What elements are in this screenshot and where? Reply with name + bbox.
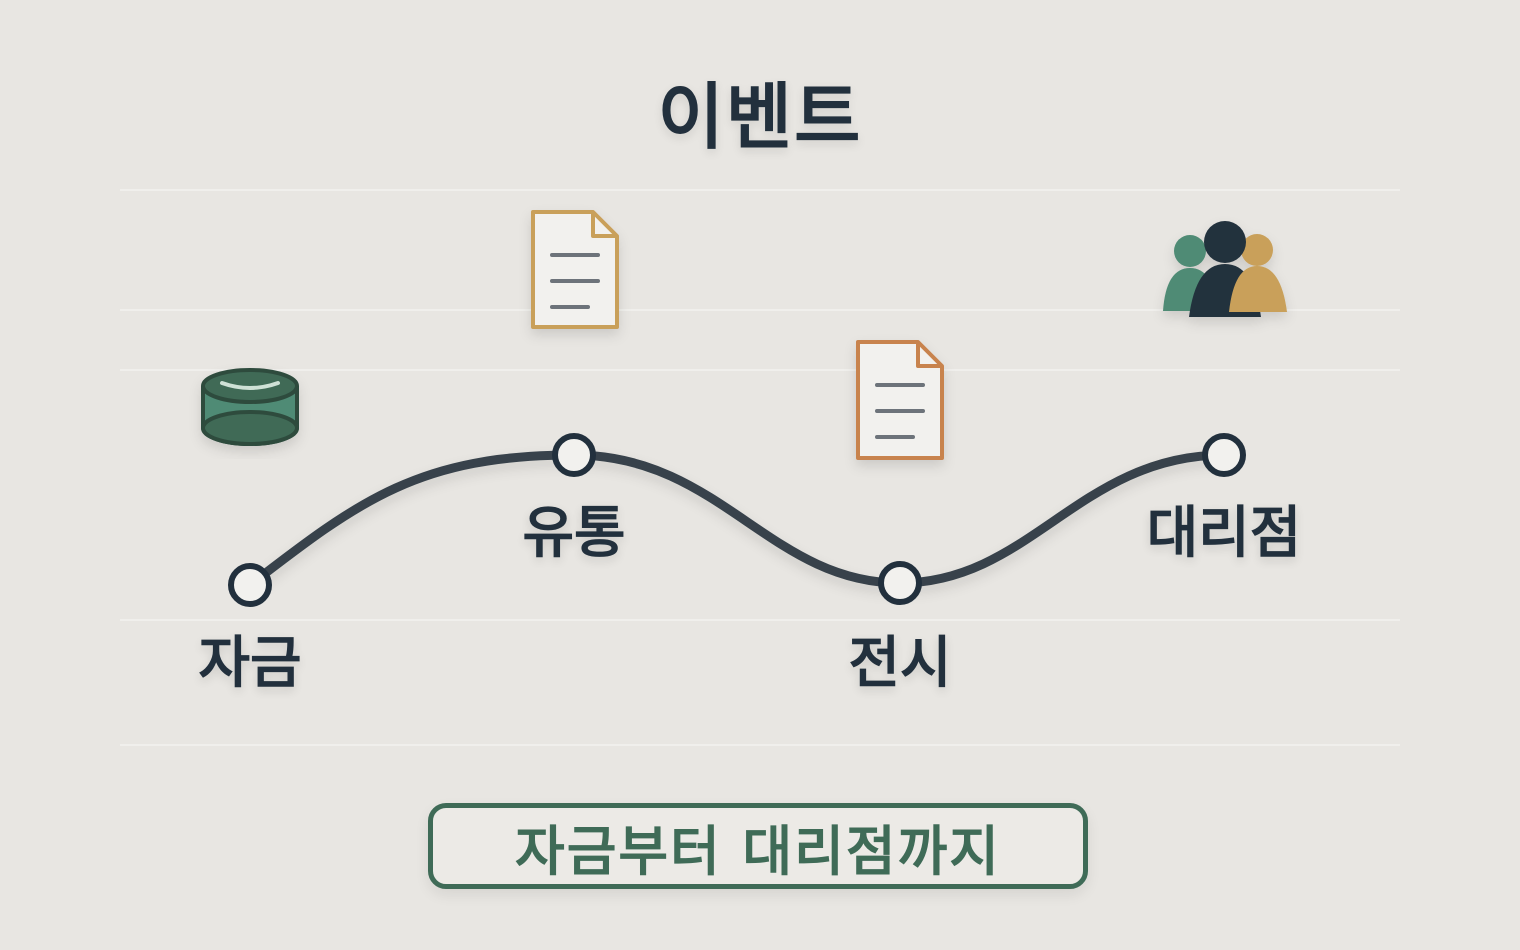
node-display[interactable] xyxy=(878,561,922,605)
stage-label-dealer: 대리점 xyxy=(1146,501,1302,566)
people-group-icon xyxy=(1163,221,1287,317)
node-funding[interactable] xyxy=(228,563,272,607)
stage-label-funding: 자금 xyxy=(198,631,302,696)
document-icon xyxy=(531,210,619,329)
timeline-curve xyxy=(245,450,1229,590)
stage-label-distribution: 유통 xyxy=(522,501,626,566)
timeline-nodes xyxy=(228,433,1246,607)
node-distribution[interactable] xyxy=(552,433,596,477)
caption-text: 자금부터 대리점까지 xyxy=(515,819,1001,883)
stage-label-display: 전시 xyxy=(848,631,952,696)
document-icon xyxy=(856,340,944,460)
node-dealer[interactable] xyxy=(1202,433,1246,477)
caption-box: 자금부터 대리점까지 xyxy=(428,803,1088,889)
coin-stack-icon xyxy=(201,368,299,446)
page-title: 이벤트 xyxy=(657,75,863,159)
